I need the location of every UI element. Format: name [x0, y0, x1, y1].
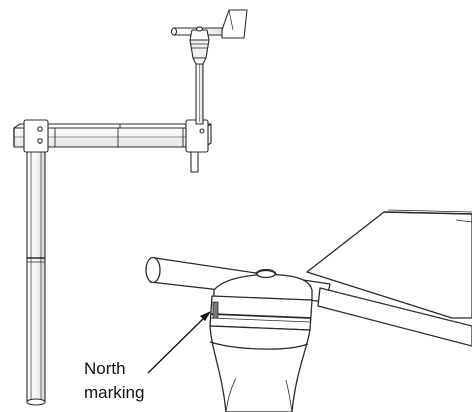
callout-line-2: marking — [84, 383, 145, 402]
callout-leader — [147, 311, 211, 374]
tail-fin-large — [306, 209, 472, 319]
vane-head-detail — [145, 209, 472, 412]
mast-pole — [26, 141, 46, 406]
sensor-assembly-overview — [13, 9, 248, 406]
hub-body — [209, 268, 313, 412]
vane-shaft — [190, 61, 204, 173]
mounting-arm — [13, 119, 212, 153]
wind-vane-head-small — [170, 9, 248, 65]
callout-line-1: North — [84, 359, 126, 378]
north-marking-notch — [212, 301, 219, 319]
north-marking-label: North marking — [84, 357, 204, 405]
